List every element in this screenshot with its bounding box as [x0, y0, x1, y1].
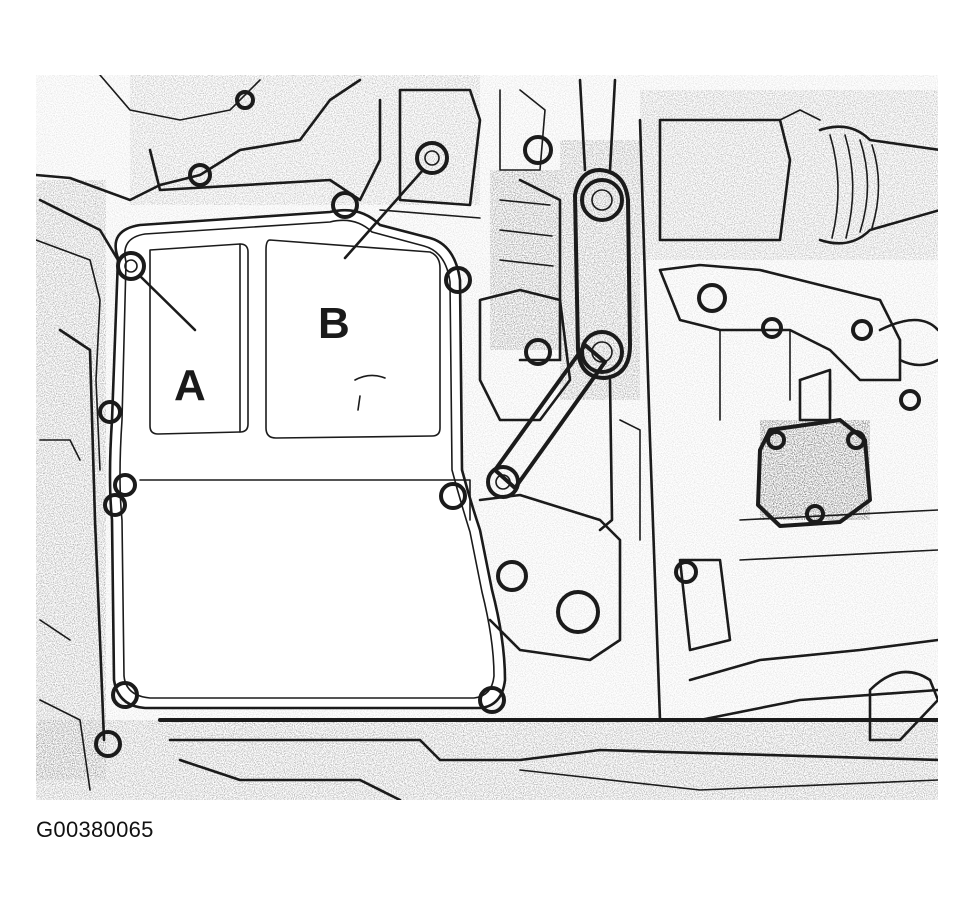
- bolt: [766, 430, 786, 450]
- bolt: [674, 560, 698, 584]
- bolt: [478, 686, 506, 714]
- bolt: [235, 90, 255, 110]
- transmission-housing: [36, 75, 938, 791]
- subframe: [158, 718, 938, 800]
- illustration-area: A B: [36, 75, 938, 800]
- bolt: [496, 560, 528, 592]
- bolt: [805, 504, 825, 524]
- bolt: [556, 590, 600, 634]
- bolt: [523, 135, 553, 165]
- bolt: [524, 338, 552, 366]
- callout-b-label: B: [318, 299, 350, 348]
- bolt: [331, 191, 359, 219]
- actuator-housing: [756, 418, 872, 528]
- pan-rib-left: [149, 243, 249, 435]
- bolt: [697, 283, 727, 313]
- bolt: [188, 163, 212, 187]
- callout-a-label: A: [174, 361, 206, 410]
- bolt: [851, 319, 873, 341]
- bolt: [580, 330, 624, 374]
- bolt: [98, 400, 122, 424]
- oil-pan: [110, 210, 505, 708]
- bolt: [439, 482, 467, 510]
- bolt: [111, 681, 139, 709]
- bolt-a: [116, 251, 146, 281]
- callout-b-leader: [343, 168, 425, 260]
- bolt: [94, 730, 122, 758]
- bolt: [580, 178, 624, 222]
- bolt: [761, 317, 783, 339]
- bolt: [899, 389, 921, 411]
- bolt: [444, 266, 472, 294]
- bolt: [486, 465, 520, 499]
- bolts: [94, 90, 921, 758]
- figure-code: G00380065: [36, 817, 154, 842]
- bolt-b: [415, 141, 449, 175]
- bolt: [113, 473, 137, 497]
- callout-a-leader: [138, 274, 197, 332]
- bolt: [846, 430, 866, 450]
- bolt: [103, 493, 127, 517]
- pan-rib-right: [265, 239, 441, 439]
